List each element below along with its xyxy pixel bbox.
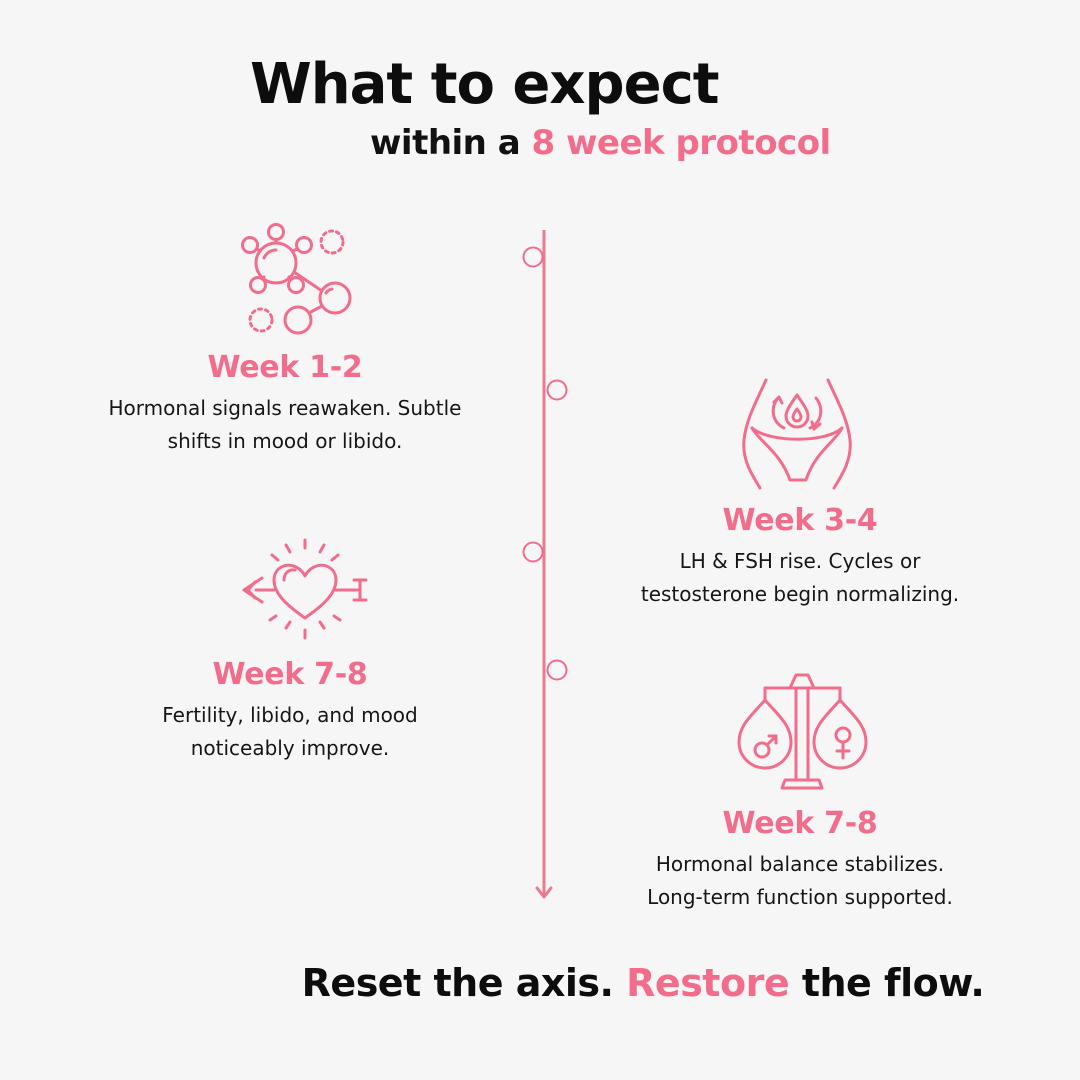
description-line: shifts in mood or libido. (167, 429, 403, 453)
milestone-description: Hormonal signals reawaken. Subtle shifts… (60, 392, 510, 458)
description-line: LH & FSH rise. Cycles or (679, 549, 921, 573)
milestone-week-3-4: Week 3-4 LH & FSH rise. Cycles or testos… (575, 503, 1025, 611)
timeline-arrowhead (535, 886, 553, 899)
milestone-description: Hormonal balance stabilizes. Long-term f… (575, 848, 1025, 914)
page-subtitle: within a 8 week protocol (370, 121, 831, 165)
timeline-node (546, 659, 568, 681)
gender-balance-scale-icon (737, 673, 868, 790)
tagline-highlight: Restore (626, 961, 790, 1005)
page-title: What to expect (250, 52, 720, 117)
description-line: Hormonal signals reawaken. Subtle (108, 396, 462, 420)
footer-tagline: Reset the axis. Restore the flow. (0, 958, 1080, 1008)
milestone-description: Fertility, libido, and mood noticeably i… (80, 699, 500, 765)
subtitle-prefix: within a (370, 123, 532, 163)
timeline-node (522, 246, 544, 268)
milestone-week-1-2: Week 1-2 Hormonal signals reawaken. Subt… (60, 350, 510, 458)
milestone-description: LH & FSH rise. Cycles or testosterone be… (575, 545, 1025, 611)
description-line: Hormonal balance stabilizes. (655, 852, 945, 876)
description-line: Fertility, libido, and mood (162, 703, 418, 727)
description-line: Long-term function supported. (647, 885, 953, 909)
milestone-week-label: Week 7-8 (212, 657, 368, 692)
timeline-node (522, 541, 544, 563)
description-line: noticeably improve. (190, 736, 390, 760)
milestone-week-7-8: Week 7-8 Fertility, libido, and mood not… (80, 657, 500, 765)
description-line: testosterone begin normalizing. (640, 582, 960, 606)
pelvis-cycle-icon (742, 378, 852, 490)
milestone-week-label: Week 1-2 (207, 350, 363, 385)
molecule-icon (241, 223, 352, 335)
tagline-part-1: Reset the axis. (301, 961, 627, 1005)
heart-arrow-icon (242, 538, 368, 640)
tagline-part-2: the flow. (789, 961, 985, 1005)
milestone-week-label: Week 3-4 (722, 503, 878, 538)
timeline-node (546, 379, 568, 401)
subtitle-highlight: 8 week protocol (531, 123, 832, 163)
milestone-week-label: Week 7-8 (722, 806, 878, 841)
milestone-week-7-8-final: Week 7-8 Hormonal balance stabilizes. Lo… (575, 806, 1025, 914)
